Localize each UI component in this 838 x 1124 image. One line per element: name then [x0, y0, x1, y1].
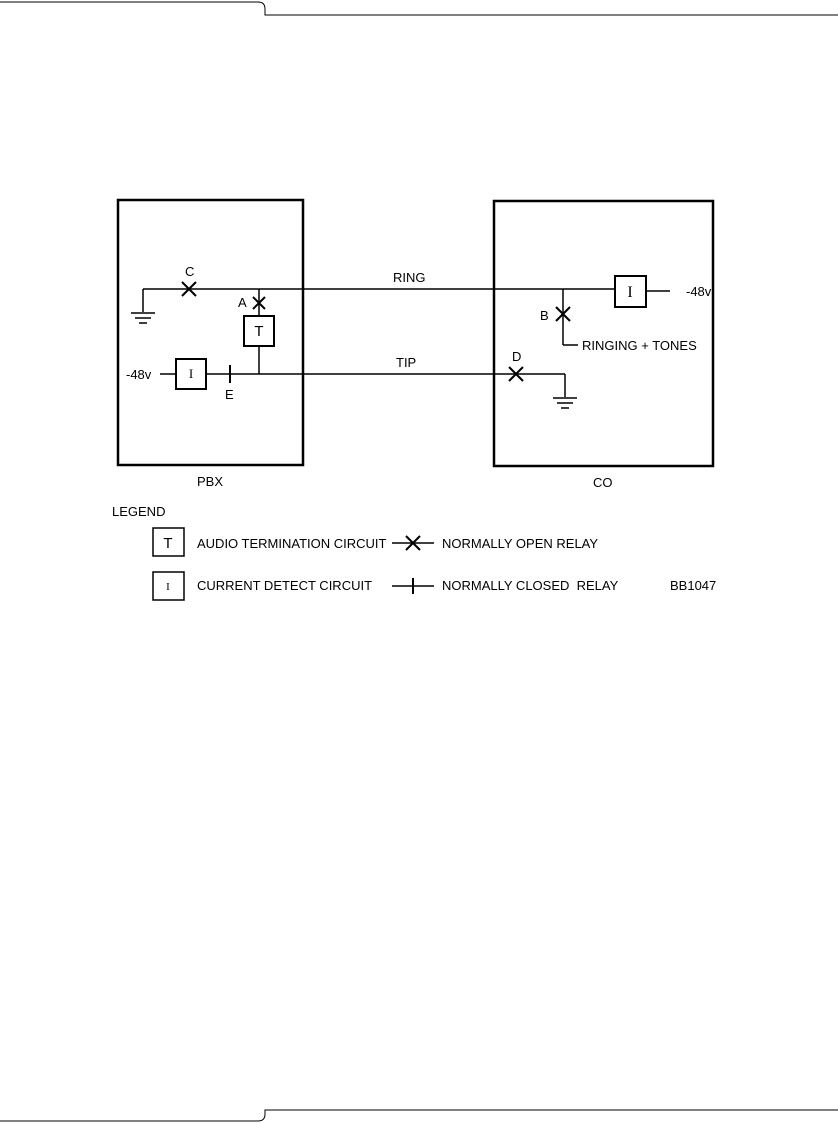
legend-termination-box	[152, 527, 185, 557]
figure-id: BB1047	[670, 578, 716, 593]
legend-current-detect-letter: I	[166, 581, 170, 593]
legend-normally-closed-label: NORMALLY CLOSED RELAY	[442, 578, 619, 593]
legend-current-detect-box	[152, 571, 185, 601]
relay-d-label: D	[512, 349, 521, 364]
legend-title: LEGEND	[112, 504, 165, 519]
tip-line-label: TIP	[396, 355, 416, 370]
pbx-current-detect-letter: I	[189, 366, 193, 381]
ring-line-label: RING	[393, 270, 426, 285]
pbx-voltage-label: -48v	[126, 367, 152, 382]
relay-e-label: E	[225, 387, 234, 402]
ground-icon	[553, 397, 577, 409]
relay-d-icon	[508, 366, 524, 382]
relay-b-label: B	[540, 308, 549, 323]
ground-icon	[131, 312, 155, 324]
legend-current-detect-label: CURRENT DETECT CIRCUIT	[197, 578, 372, 593]
relay-c-label: C	[185, 264, 194, 279]
pbx-termination-letter: T	[254, 323, 263, 340]
relay-a-icon	[252, 296, 266, 310]
co-label: CO	[593, 475, 613, 490]
relay-c-icon	[181, 281, 197, 297]
relay-a-label: A	[238, 295, 247, 310]
page-footer-rule	[0, 1109, 838, 1122]
relay-b-icon	[555, 306, 571, 322]
pbx-label: PBX	[197, 474, 223, 489]
legend-normally-open-label: NORMALLY OPEN RELAY	[442, 536, 598, 551]
co-current-detect-letter: I	[627, 284, 632, 301]
legend-termination-letter: T	[163, 535, 172, 552]
legend-termination-label: AUDIO TERMINATION CIRCUIT	[197, 536, 387, 551]
co-box	[492, 199, 715, 468]
pbx-current-detect-box	[175, 358, 207, 390]
normally-open-relay-icon	[392, 535, 434, 551]
ringing-tones-label: RINGING + TONES	[582, 338, 697, 353]
pbx-box	[116, 198, 305, 467]
normally-closed-relay-icon	[392, 578, 434, 594]
co-voltage-label: -48v	[686, 284, 712, 299]
page-header-rule	[0, 1, 838, 16]
